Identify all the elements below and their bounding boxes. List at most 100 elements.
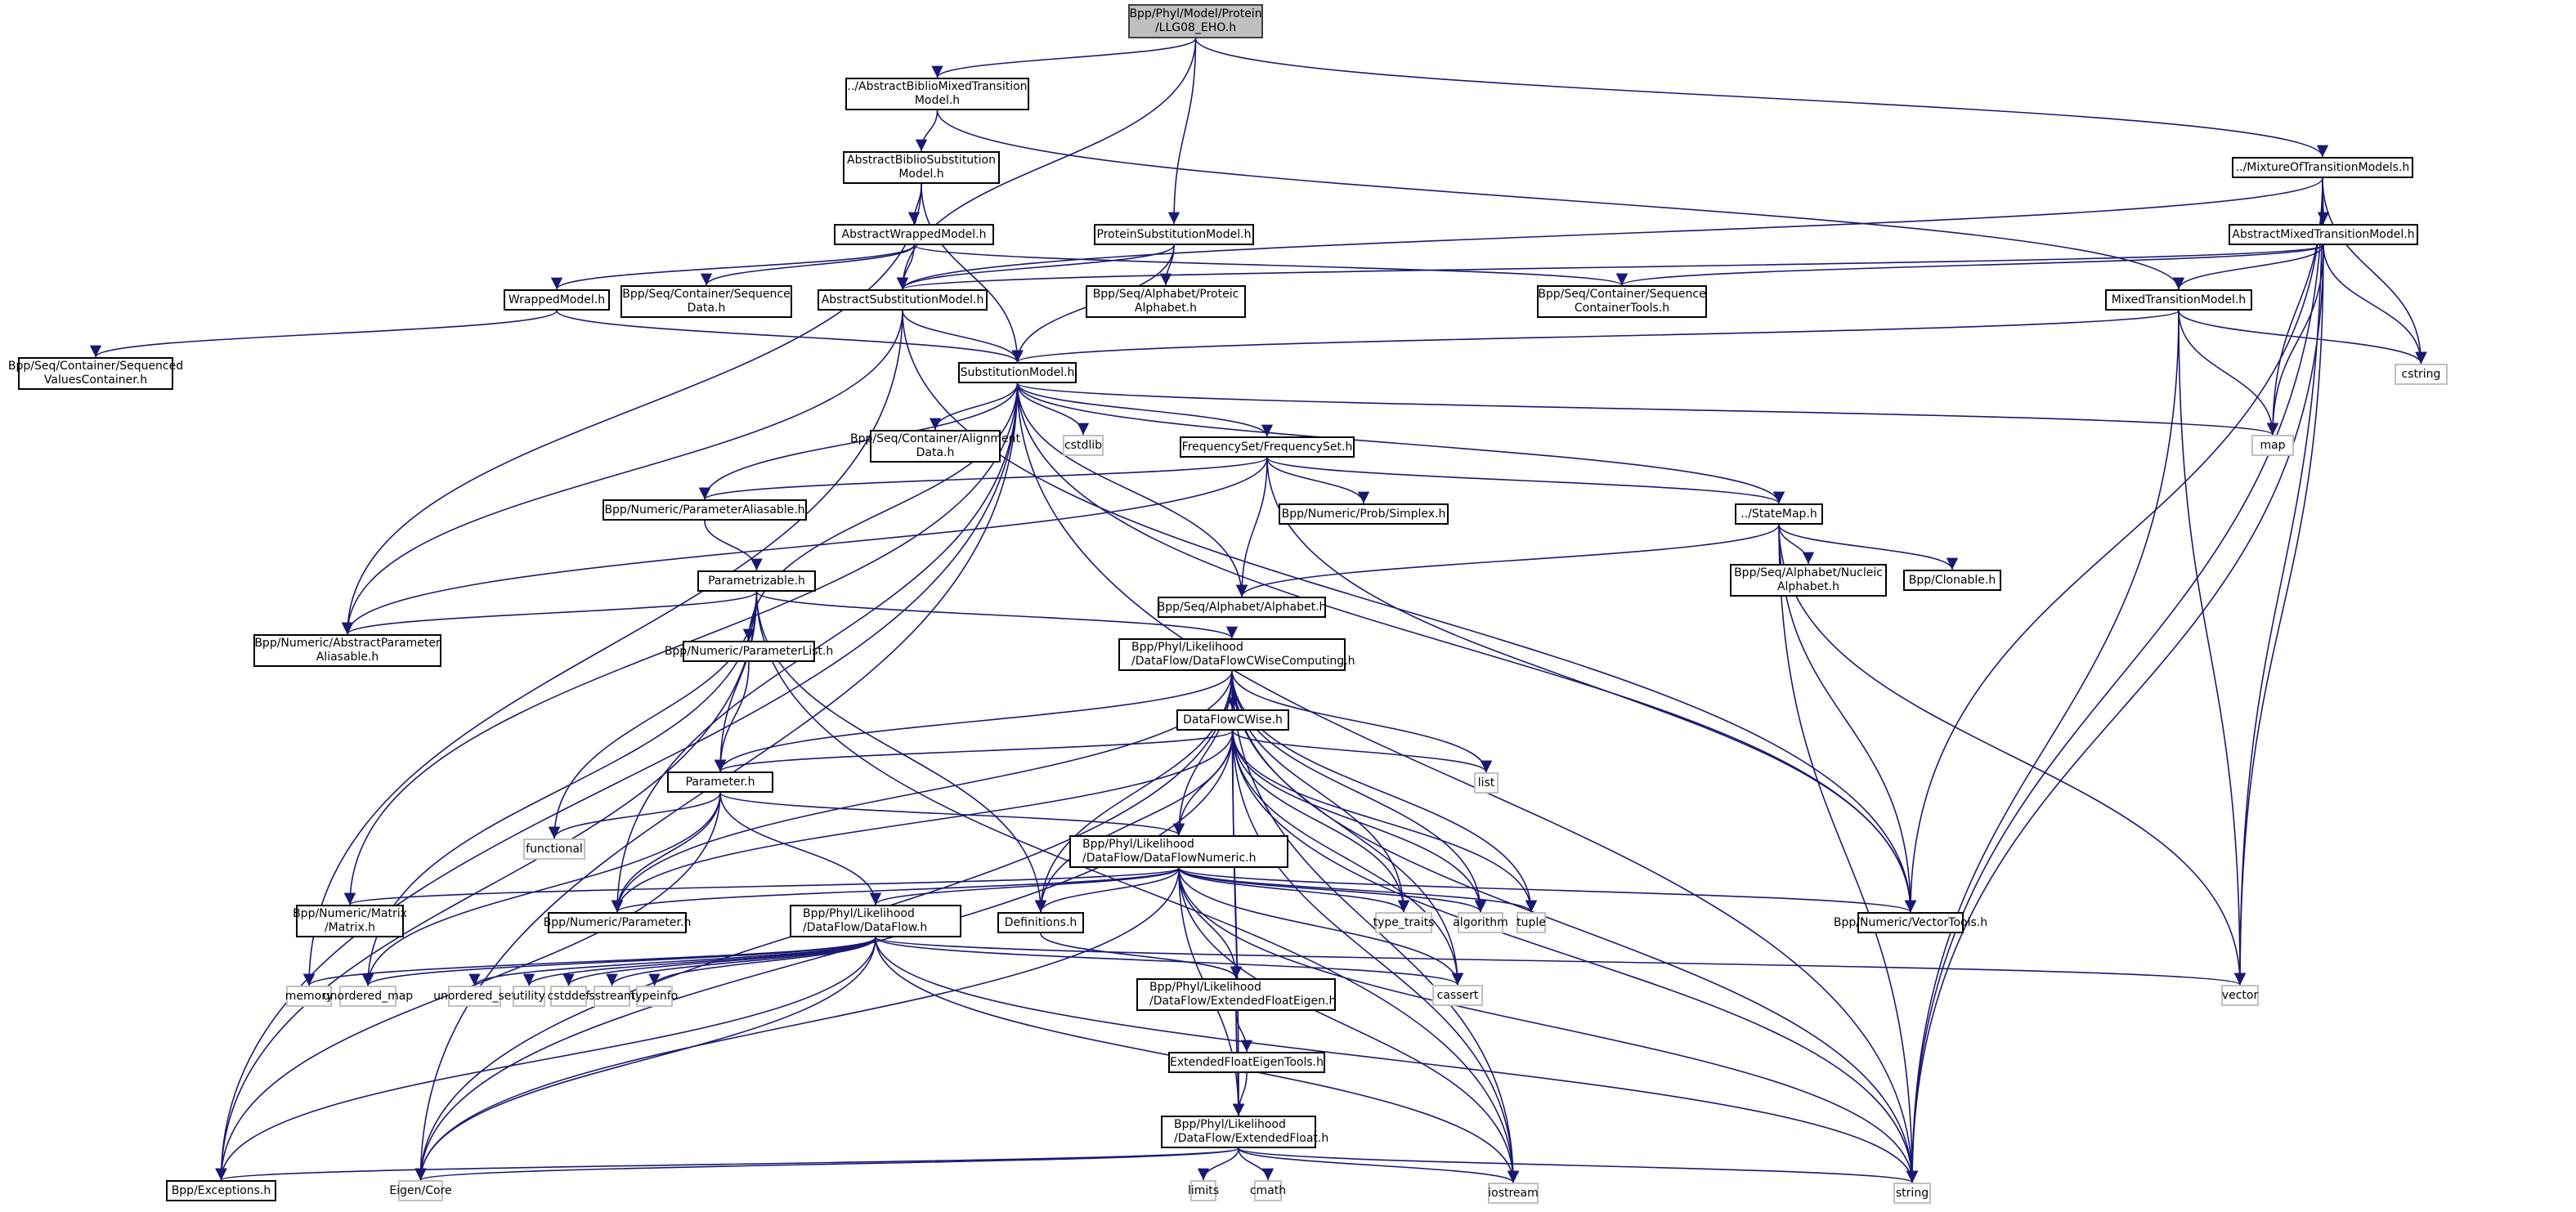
edge-ef-to-eigen [415, 1147, 1239, 1181]
edge-dfn-to-matrix [344, 867, 1180, 906]
graph-node-dfcw[interactable]: DataFlowCWise.h [1176, 709, 1289, 731]
graph-node-efe[interactable]: Bpp/Phyl/Likelihood /DataFlow/ExtendedFl… [1136, 978, 1336, 1011]
graph-node-tuple: tuple [1516, 912, 1546, 933]
edge-plist-to-param [714, 661, 750, 772]
edge-amtm-to-cstring [2323, 244, 2427, 364]
graph-node-sm[interactable]: SubstitutionModel.h [958, 362, 1077, 383]
graph-node-param[interactable]: Parameter.h [667, 771, 773, 793]
edge-parametrizable-to-defs [755, 591, 1047, 913]
graph-node-nucalpha[interactable]: Bpp/Seq/Alphabet/Nucleic Alphabet.h [1730, 564, 1887, 597]
edge-dfn-to-efe [1178, 867, 1243, 979]
edge-df-to-sstream [606, 937, 876, 986]
edge-dfn-to-cassert [1178, 867, 1464, 986]
edge-mtm-to-map [2178, 310, 2279, 436]
edge-root-to-motm [1194, 38, 2328, 158]
graph-node-align[interactable]: Bpp/Seq/Container/Alignment Data.h [850, 430, 1020, 463]
graph-node-protalpha[interactable]: Bpp/Seq/Alphabet/Proteic Alphabet.h [1086, 285, 1246, 318]
edge-sm-to-map [1016, 382, 2278, 436]
edge-asm-to-apal [341, 310, 903, 635]
edge-dfcwc-to-param [714, 670, 1233, 772]
graph-node-dfn[interactable]: Bpp/Phyl/Likelihood /DataFlow/DataFlowNu… [1069, 835, 1288, 868]
graph-node-amtm[interactable]: AbstractMixedTransitionModel.h [2229, 224, 2418, 245]
graph-node-absm[interactable]: AbstractBiblioSubstitution Model.h [843, 151, 1000, 184]
graph-node-alpha[interactable]: Bpp/Seq/Alphabet/Alphabet.h [1158, 597, 1326, 618]
graph-node-typetraits: type_traits [1373, 912, 1434, 933]
graph-node-umap: unordered_map [323, 986, 413, 1007]
edge-parametrizable-to-functional [548, 591, 758, 839]
edge-sm-to-string [1016, 382, 1919, 1183]
edge-pal-to-parametrizable [704, 520, 763, 571]
graph-node-awm[interactable]: AbstractWrappedModel.h [834, 224, 994, 245]
graph-node-functional: functional [523, 839, 585, 860]
edge-fs-to-alpha [1235, 457, 1268, 597]
graph-node-apal[interactable]: Bpp/Numeric/AbstractParameter Aliasable.… [253, 634, 441, 667]
edge-mtm-to-vector [2178, 310, 2247, 986]
graph-node-statemap[interactable]: ../StateMap.h [1735, 503, 1823, 525]
edge-sm-to-align [929, 382, 1019, 431]
edge-ef-to-exceptions [216, 1147, 1239, 1181]
edge-dfcwc-to-defs [1034, 670, 1233, 913]
graph-node-simplex[interactable]: Bpp/Numeric/Prob/Simplex.h [1279, 503, 1449, 525]
edge-root-to-abmtm [931, 38, 1197, 78]
graph-node-svc[interactable]: Bpp/Seq/Container/Sequenced ValuesContai… [8, 357, 183, 390]
graph-node-exceptions[interactable]: Bpp/Exceptions.h [166, 1180, 276, 1201]
graph-node-mtm[interactable]: MixedTransitionModel.h [2105, 289, 2252, 311]
edge-param-to-dfn [719, 792, 1185, 836]
graph-node-typeinfo: typeinfo [631, 986, 678, 1007]
edge-dfcw-to-typetraits [1232, 730, 1410, 913]
edge-dfcw-to-algorithm [1232, 730, 1487, 913]
graph-node-vector: vector [2221, 985, 2259, 1006]
edge-dfn-to-typetraits [1178, 867, 1410, 913]
edge-asm-to-vectools [902, 310, 1917, 913]
edge-dfcw-to-nparam [611, 730, 1234, 913]
graph-node-clonable[interactable]: Bpp/Clonable.h [1903, 570, 2001, 591]
edge-fs-to-statemap [1266, 457, 1785, 504]
edge-df-to-umap [362, 937, 876, 986]
graph-node-pal[interactable]: Bpp/Numeric/ParameterAliasable.h [603, 499, 807, 521]
graph-node-memory: memory [285, 986, 333, 1007]
edge-df-to-vector [875, 937, 2246, 986]
edge-dfcwc-to-iostream [1231, 670, 1520, 1183]
graph-node-dfcwc[interactable]: Bpp/Phyl/Likelihood /DataFlow/DataFlowCW… [1118, 638, 1355, 671]
edge-statemap-to-clonable [1778, 524, 1959, 570]
graph-node-abmtm[interactable]: ../AbstractBiblioMixedTransition Model.h [845, 78, 1029, 110]
edge-amtm-to-sct [1616, 244, 2324, 286]
graph-node-fs[interactable]: FrequencySet/FrequencySet.h [1180, 436, 1355, 458]
graph-node-asm[interactable]: AbstractSubstitutionModel.h [818, 289, 988, 311]
edge-fs-to-simplex [1266, 457, 1370, 504]
graph-node-matrix[interactable]: Bpp/Numeric/Matrix /Matrix.h [293, 905, 407, 937]
edge-dfn-to-iostream [1178, 867, 1520, 1183]
graph-node-parametrizable[interactable]: Parametrizable.h [697, 570, 816, 592]
graph-node-efet[interactable]: ExtendedFloatEigenTools.h [1168, 1052, 1325, 1073]
edge-awm-to-sct [913, 244, 1628, 286]
graph-node-psm[interactable]: ProteinSubstitutionModel.h [1094, 224, 1254, 245]
edge-psm-to-asm [896, 244, 1175, 290]
graph-node-utility: utility [513, 986, 545, 1007]
edge-dfcw-to-param [715, 730, 1234, 772]
edge-ef-to-string [1238, 1147, 1918, 1183]
graph-node-ef[interactable]: Bpp/Phyl/Likelihood /DataFlow/ExtendedFl… [1161, 1116, 1328, 1148]
graph-node-vectools[interactable]: Bpp/Numeric/VectorTools.h [1834, 912, 1987, 933]
edge-asm-to-sm [902, 310, 1024, 363]
edge-dfcwc-to-list [1231, 670, 1493, 773]
graph-node-motm[interactable]: ../MixtureOfTransitionModels.h [2232, 157, 2413, 178]
edge-dfcw-to-cassert [1232, 730, 1464, 986]
graph-node-sct[interactable]: Bpp/Seq/Container/Sequence ContainerTool… [1537, 285, 1707, 318]
edge-amtm-to-map [2266, 244, 2324, 436]
graph-node-seqdata[interactable]: Bpp/Seq/Container/Sequence Data.h [620, 285, 792, 318]
graph-node-uset: unordered_set [433, 986, 516, 1007]
edge-fs-to-pal [699, 457, 1268, 500]
graph-node-df[interactable]: Bpp/Phyl/Likelihood /DataFlow/DataFlow.h [790, 905, 961, 937]
edge-sm-to-plist [742, 382, 1019, 642]
edge-statemap-to-vector [1778, 524, 2247, 986]
graph-node-defs[interactable]: Definitions.h [997, 912, 1084, 933]
graph-node-eigen: Eigen/Core [389, 1180, 452, 1201]
graph-node-plist[interactable]: Bpp/Numeric/ParameterList.h [665, 641, 833, 662]
graph-node-root[interactable]: Bpp/Phyl/Model/Protein /LLG08_EHO.h [1128, 4, 1263, 38]
edge-fs-to-vectools [1266, 457, 1917, 913]
edge-abmtm-to-absm [915, 110, 939, 152]
graph-node-iostream: iostream [1488, 1183, 1539, 1204]
graph-node-wm[interactable]: WrappedModel.h [504, 289, 610, 311]
edge-sm-to-exceptions [215, 382, 1019, 1181]
graph-node-nparam[interactable]: Bpp/Numeric/Parameter.h [544, 912, 691, 933]
